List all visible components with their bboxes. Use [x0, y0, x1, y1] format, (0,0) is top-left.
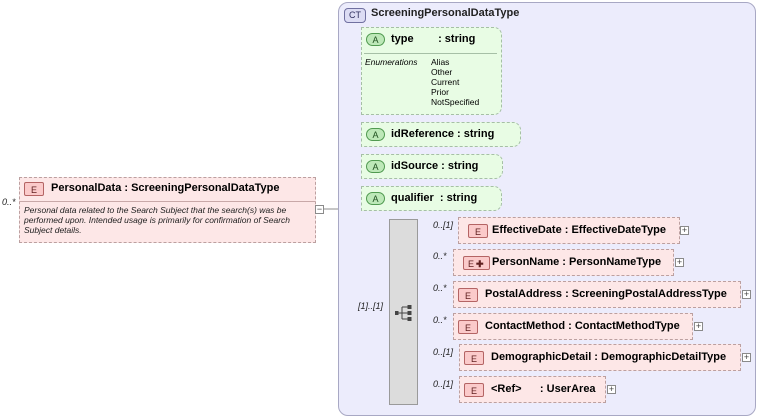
child-cardinality: 0..[1] — [433, 379, 454, 389]
root-element-label: PersonalData : ScreeningPersonalDataType — [51, 182, 280, 194]
root-cardinality: 0..* — [2, 197, 16, 207]
attribute-label: qualifier : string — [391, 192, 478, 204]
enumeration-list: Alias Other Current Prior NotSpecified — [431, 57, 479, 107]
expand-toggle[interactable]: + — [742, 289, 751, 299]
collapse-toggle[interactable]: − — [315, 204, 324, 214]
root-documentation: Personal data related to the Search Subj… — [24, 205, 290, 235]
enum-value: Other — [431, 67, 453, 77]
element-badge-text: E — [468, 259, 475, 269]
element-demographicdetail[interactable]: E DemographicDetail : DemographicDetailT… — [459, 344, 741, 371]
attribute-type[interactable]: A type : string Enumerations Alias Other… — [361, 27, 502, 115]
element-effectivedate[interactable]: E EffectiveDate : EffectiveDateType — [458, 217, 680, 244]
child-cardinality: 0..[1] — [433, 347, 454, 357]
expand-toggle[interactable]: + — [694, 321, 703, 331]
element-badge: E — [464, 383, 484, 397]
enum-value: Alias — [431, 57, 450, 67]
expand-toggle[interactable]: + — [675, 257, 684, 267]
element-label: PostalAddress : ScreeningPostalAddressTy… — [485, 288, 727, 300]
element-userarea-ref[interactable]: E <Ref> : UserArea — [459, 376, 606, 403]
element-badge: E — [458, 288, 478, 302]
divider — [364, 53, 497, 54]
expand-toggle[interactable]: + — [680, 225, 689, 235]
element-badge: E — [458, 320, 478, 334]
attribute-qualifier[interactable]: A qualifier : string — [361, 186, 502, 211]
element-badge: E — [468, 224, 488, 238]
attribute-badge: A — [366, 192, 385, 205]
element-badge: E — [24, 182, 44, 196]
child-cardinality: 0..* — [433, 251, 447, 261]
element-postaladdress[interactable]: E PostalAddress : ScreeningPostalAddress… — [453, 281, 741, 308]
sequence-cardinality: [1]..[1] — [358, 301, 384, 311]
expand-toggle[interactable]: + — [742, 352, 751, 362]
attribute-idsource[interactable]: A idSource : string — [361, 154, 503, 179]
attribute-label: idReference : string — [391, 128, 495, 140]
sequence-compositor[interactable] — [389, 219, 418, 405]
element-contactmethod[interactable]: E ContactMethod : ContactMethodType — [453, 313, 693, 340]
child-cardinality: 0..[1] — [433, 220, 454, 230]
sequence-icon — [395, 305, 412, 321]
element-label: <Ref> : UserArea — [491, 383, 596, 395]
enum-value: Current — [431, 77, 460, 87]
attribute-label: idSource : string — [391, 160, 479, 172]
element-label: ContactMethod : ContactMethodType — [485, 320, 680, 332]
divider — [20, 201, 315, 202]
attribute-badge: A — [366, 160, 385, 173]
root-element-box[interactable]: E PersonalData : ScreeningPersonalDataTy… — [19, 177, 316, 243]
child-cardinality: 0..* — [433, 283, 447, 293]
child-cardinality: 0..* — [433, 315, 447, 325]
children-icon: ✚ — [476, 259, 484, 269]
attribute-idreference[interactable]: A idReference : string — [361, 122, 521, 147]
enum-value: Prior — [431, 87, 449, 97]
complex-type-badge: CT — [344, 8, 366, 23]
element-badge: E — [464, 351, 484, 365]
attribute-badge: A — [366, 128, 385, 141]
enumerations-label: Enumerations — [365, 57, 418, 67]
element-personname[interactable]: E✚ PersonName : PersonNameType — [453, 249, 674, 276]
element-label: DemographicDetail : DemographicDetailTyp… — [491, 351, 727, 363]
element-badge: E✚ — [463, 256, 490, 270]
complex-type-title: ScreeningPersonalDataType — [371, 7, 520, 19]
enum-value: NotSpecified — [431, 97, 480, 107]
expand-toggle[interactable]: + — [607, 384, 616, 394]
element-label: PersonName : PersonNameType — [492, 256, 662, 268]
attribute-label: type : string — [391, 33, 476, 45]
element-label: EffectiveDate : EffectiveDateType — [492, 224, 667, 236]
attribute-badge: A — [366, 33, 385, 46]
